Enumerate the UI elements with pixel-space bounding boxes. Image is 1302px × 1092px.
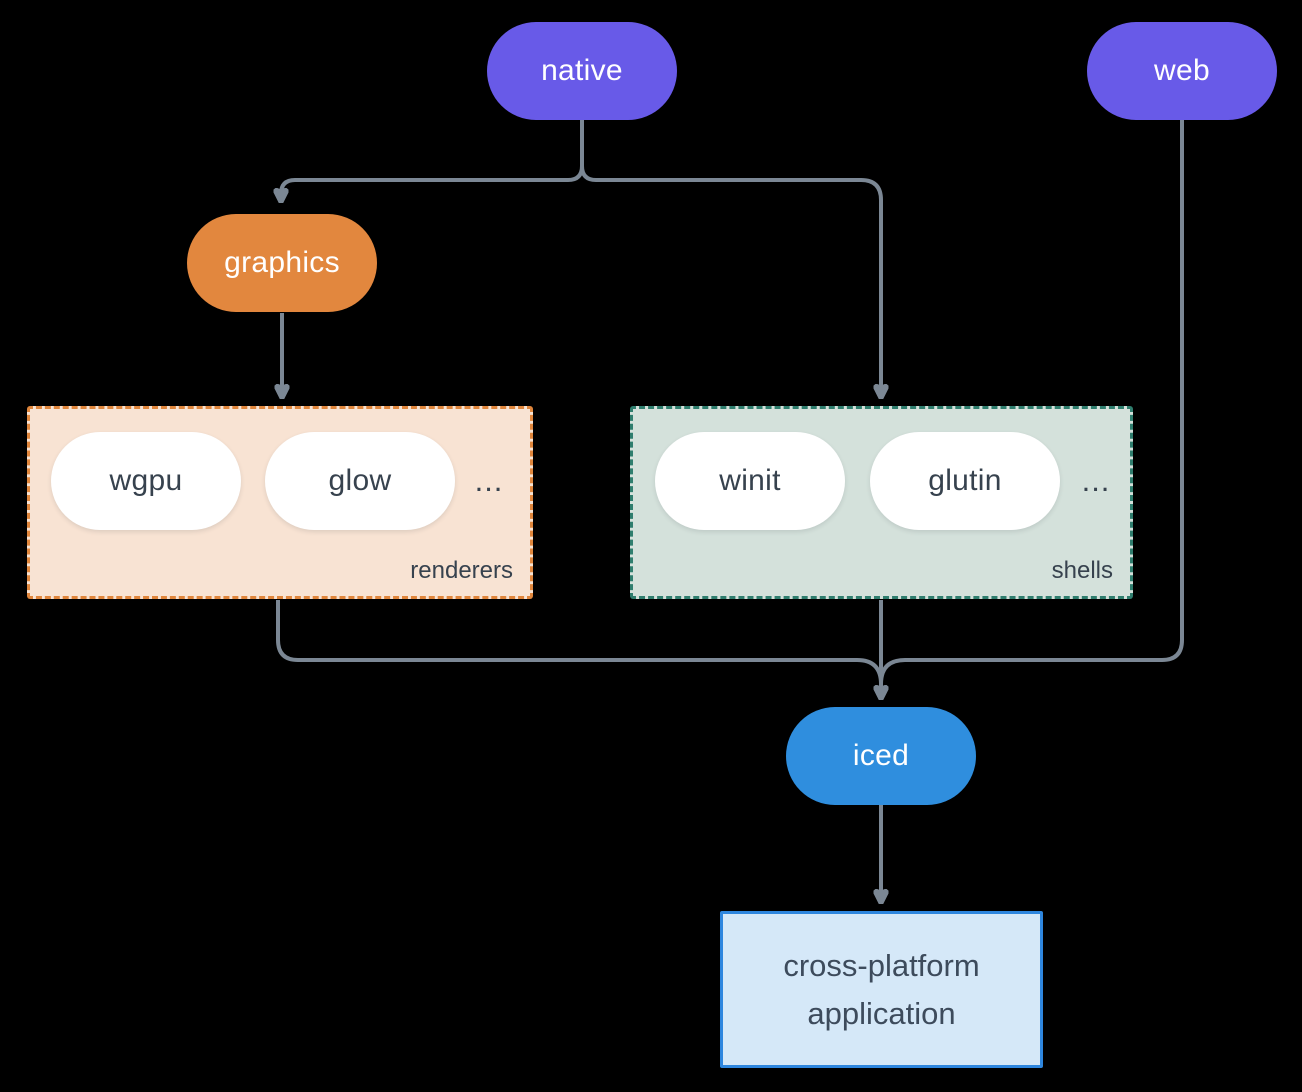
edge-native-shells — [580, 120, 881, 396]
shells-ellipsis: ... — [1081, 463, 1111, 498]
node-wgpu: wgpu — [51, 432, 241, 530]
node-cross-platform-application: cross-platform application — [720, 911, 1043, 1068]
node-native: native — [487, 22, 677, 120]
edge-native-graphics — [281, 120, 584, 200]
node-iced: iced — [786, 707, 976, 805]
node-winit: winit — [655, 432, 845, 530]
edge-web-junction — [879, 120, 1184, 685]
node-glutin: glutin — [870, 432, 1060, 530]
node-web: web — [1087, 22, 1277, 120]
group-shells: winit glutin ... shells — [630, 406, 1133, 599]
renderers-caption: renderers — [410, 557, 513, 584]
edge-renderers-junction — [276, 600, 883, 685]
node-graphics: graphics — [187, 214, 377, 312]
application-label-line2: application — [807, 995, 956, 1031]
node-glow: glow — [265, 432, 455, 530]
renderers-ellipsis: ... — [474, 463, 504, 498]
shells-caption: shells — [1051, 557, 1113, 584]
application-label-line1: cross-platform — [783, 947, 980, 983]
group-renderers: wgpu glow ... renderers — [27, 406, 533, 599]
